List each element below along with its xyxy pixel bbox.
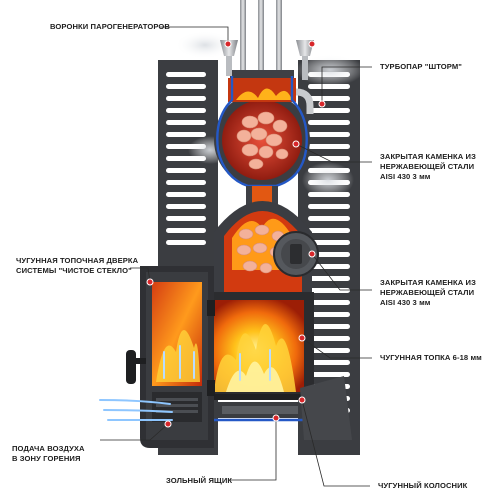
label-line-2: НЕРЖАВЕЮЩЕЙ СТАЛИ	[380, 288, 475, 297]
label-line-3: AISI 430 3 мм	[380, 298, 431, 307]
label-cast-iron-grate: ЧУГУННЫЙ КОЛОСНИК	[378, 481, 467, 491]
label-ash-box: ЗОЛЬНЫЙ ЯЩИК	[166, 476, 232, 486]
label-cast-iron-firebox: ЧУГУННАЯ ТОПКА 6-18 мм	[380, 353, 482, 363]
label-turbopar: ТУРБОПАР "ШТОРМ"	[380, 62, 462, 72]
label-line-1: ЗАКРЫТАЯ КАМЕНКА ИЗ	[380, 152, 476, 161]
label-steam-generator-funnels: ВОРОНКИ ПАРОГЕНЕРАТОРОВ	[50, 22, 170, 32]
label-line-1: ЗАКРЫТАЯ КАМЕНКА ИЗ	[380, 278, 476, 287]
chimney-pipe-2	[258, 0, 264, 70]
leader-lines	[100, 26, 372, 487]
label-air-supply: ПОДАЧА ВОЗДУХА В ЗОНУ ГОРЕНИЯ	[12, 444, 85, 464]
upper-heater-chamber	[214, 70, 314, 212]
label-text: ТУРБОПАР "ШТОРМ"	[380, 62, 462, 71]
label-text: ЧУГУННАЯ ТОПКА 6-18 мм	[380, 353, 482, 362]
label-line-1: ЧУГУННАЯ ТОПОЧНАЯ ДВЕРКА	[16, 256, 139, 265]
label-closed-heater-middle: ЗАКРЫТАЯ КАМЕНКА ИЗ НЕРЖАВЕЮЩЕЙ СТАЛИ AI…	[380, 278, 476, 308]
label-line-1: ПОДАЧА ВОЗДУХА	[12, 444, 85, 453]
air-intake-arrows	[99, 399, 173, 422]
label-line-2: НЕРЖАВЕЮЩЕЙ СТАЛИ	[380, 162, 475, 171]
label-closed-heater-top: ЗАКРЫТАЯ КАМЕНКА ИЗ НЕРЖАВЕЮЩЕЙ СТАЛИ AI…	[380, 152, 476, 182]
label-line-2: СИСТЕМЫ "ЧИСТОЕ СТЕКЛО"	[16, 266, 132, 275]
cast-iron-firebox	[196, 292, 314, 422]
steam-clouds	[175, 31, 364, 198]
callout-markers	[146, 40, 326, 428]
label-text: ВОРОНКИ ПАРОГЕНЕРАТОРОВ	[50, 22, 171, 31]
middle-heater-chamber	[214, 201, 319, 300]
right-side-bracket	[300, 376, 352, 440]
label-cast-iron-door: ЧУГУННАЯ ТОПОЧНАЯ ДВЕРКА СИСТЕМЫ "ЧИСТОЕ…	[16, 256, 138, 276]
rising-air-arrows	[163, 345, 271, 381]
chimney-pipe-1	[240, 0, 246, 70]
label-text: ЧУГУННЫЙ КОЛОСНИК	[378, 481, 468, 490]
label-line-3: AISI 430 3 мм	[380, 172, 431, 181]
label-text: ЗОЛЬНЫЙ ЯЩИК	[166, 476, 233, 485]
chimney-pipe-3	[276, 0, 282, 70]
label-line-2: В ЗОНУ ГОРЕНИЯ	[12, 454, 81, 463]
